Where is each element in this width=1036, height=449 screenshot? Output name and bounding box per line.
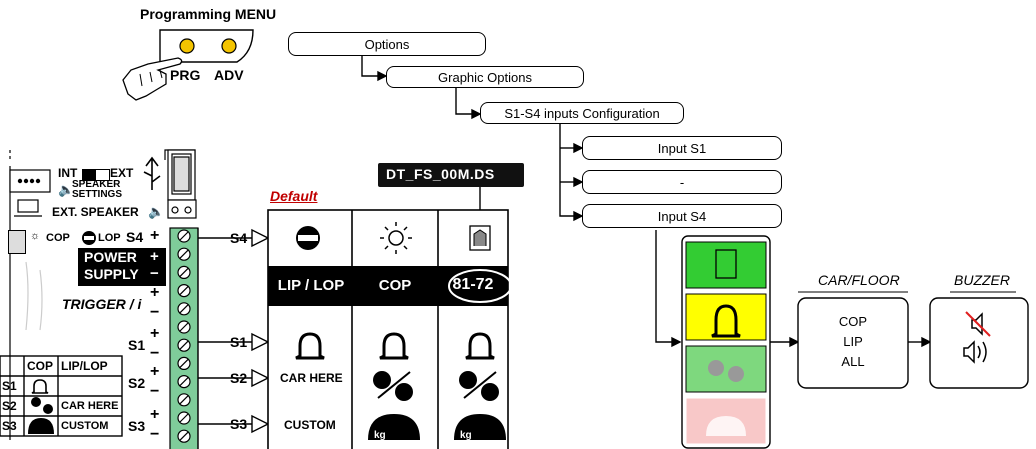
s3-plus: + [150, 406, 160, 423]
s1-minus: − [150, 345, 160, 362]
cop-label: COP [46, 232, 70, 244]
trigger-minus: − [150, 304, 160, 321]
menu-options[interactable]: Options [288, 32, 486, 56]
trigger-plus: + [150, 284, 160, 301]
car-floor-title: CAR/FLOOR [818, 272, 900, 288]
int-ext-switch[interactable] [82, 169, 110, 181]
display-custom: CUSTOM [284, 418, 336, 432]
legend-row-s2-lip: CAR HERE [61, 400, 119, 412]
car-floor-option-lip[interactable]: LIP [843, 334, 863, 349]
power-plus: + [150, 248, 159, 265]
prg-label: PRG [170, 67, 201, 83]
legend-row-s1: S1 [2, 379, 17, 393]
keypad-outline [159, 29, 254, 63]
cop-header-icon: ☼ [30, 230, 41, 242]
svg-text:kg: kg [460, 430, 472, 441]
ext-speaker-icon: 🔈 [148, 204, 165, 219]
s2-plus: + [150, 363, 160, 380]
car-floor-options[interactable]: COP LIP ALL [798, 312, 908, 372]
adv-label: ADV [214, 67, 244, 83]
display-s4: S4 [230, 230, 248, 246]
legend-row-s3-lip: CUSTOM [61, 420, 109, 432]
legend-row-s3: S3 [2, 419, 17, 433]
menu-s1-s4-config[interactable]: S1-S4 inputs Configuration [480, 102, 684, 124]
menu-input-dash[interactable]: - [582, 170, 782, 194]
ext-label: EXT [110, 166, 134, 180]
legend-header-cop: COP [27, 359, 54, 373]
no-entry-icon [82, 231, 96, 245]
programming-menu-title: Programming MENU [140, 6, 277, 22]
display-s2: S2 [230, 370, 248, 386]
display-car-here: CAR HERE [280, 371, 343, 385]
car-floor-option-all[interactable]: ALL [841, 354, 865, 369]
buzzer-on-icon[interactable] [958, 340, 998, 366]
power-minus: − [150, 265, 159, 282]
speaker-icon: 🔈 [58, 182, 75, 197]
svg-text:kg: kg [374, 430, 386, 441]
hand-icon [122, 57, 183, 101]
menu-input-s1[interactable]: Input S1 [582, 136, 782, 160]
s4-plus: + [150, 227, 160, 244]
adv-button [221, 38, 237, 54]
trigger-label: TRIGGER / i [62, 296, 142, 312]
menu-graphic-options[interactable]: Graphic Options [386, 66, 584, 88]
sun-icon [380, 222, 412, 254]
display-file-label: DT_FS_00M.DS [386, 166, 495, 182]
s3-terminal-label: S3 [128, 418, 146, 434]
buzzer-off-icon[interactable] [962, 310, 994, 338]
lop-label: LOP [98, 232, 121, 244]
car-floor-option-cop[interactable]: COP [838, 314, 868, 329]
legend-header-lip-lop: LIP/LOP [61, 359, 108, 373]
col-header-lip-lop: LIP / LOP [277, 277, 345, 294]
s2-minus: − [150, 383, 160, 400]
ext-speaker-label: EXT. SPEAKER [52, 205, 139, 219]
buzzer-title: BUZZER [954, 272, 1010, 288]
menu-input-s4[interactable]: Input S4 [582, 204, 782, 228]
prg-button [179, 38, 195, 54]
fire-icon [8, 230, 26, 254]
s1-plus: + [150, 325, 160, 342]
power-supply-block [78, 248, 166, 286]
legend-row-s2: S2 [2, 399, 17, 413]
s3-minus: − [150, 426, 160, 443]
default-label: Default [270, 188, 318, 204]
int-label: INT [58, 166, 78, 180]
col-header-cop: COP [378, 277, 412, 294]
s4-terminal-label: S4 [126, 229, 144, 245]
display-s3: S3 [230, 416, 248, 432]
display-s1: S1 [230, 334, 248, 350]
col-header-81-72: 81-72 [452, 276, 494, 293]
s1-terminal-label: S1 [128, 337, 146, 353]
s2-terminal-label: S2 [128, 375, 146, 391]
